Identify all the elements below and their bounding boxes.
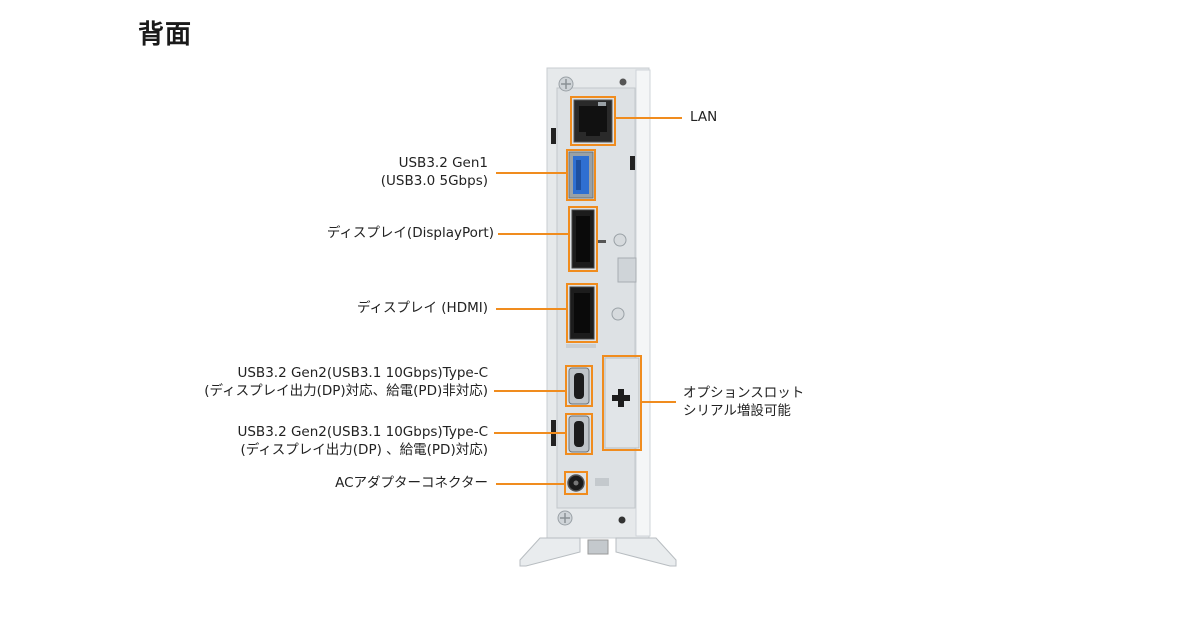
screw-hole-bottom-right — [618, 516, 626, 524]
label-usbc-1: USB3.2 Gen2(USB3.1 10Gbps)Type-C (ディスプレイ… — [204, 365, 488, 399]
leader-option-slot — [642, 401, 676, 403]
vent-slot-left — [551, 128, 556, 144]
callout-box-displayport — [568, 206, 598, 272]
label-displayport: ディスプレイ(DisplayPort) — [326, 225, 494, 241]
callout-box-usb-gen1 — [566, 149, 596, 201]
label-lan: LAN — [690, 109, 718, 125]
callout-box-lan — [570, 96, 616, 146]
screw-mid — [613, 233, 627, 247]
screw-hole-top-right — [619, 78, 627, 86]
callout-box-usbc-2 — [565, 413, 593, 455]
label-usb-gen1: USB3.2 Gen1 (USB3.0 5Gbps) — [380, 155, 488, 189]
leader-usbc-2 — [494, 432, 565, 434]
label-option-slot: オプションスロット シリアル増設可能 — [683, 385, 805, 419]
vent-slot-right — [630, 156, 635, 170]
leader-usbc-1 — [494, 390, 565, 392]
leader-hdmi — [496, 308, 566, 310]
screw-hdmi-right — [611, 307, 625, 321]
leader-displayport — [498, 233, 568, 235]
stand-right — [615, 537, 677, 567]
label-ac-adapter: ACアダプターコネクター — [335, 475, 488, 491]
label-usbc-2: USB3.2 Gen2(USB3.1 10Gbps)Type-C (ディスプレイ… — [237, 424, 488, 458]
leader-usb-gen1 — [496, 172, 566, 174]
callout-box-hdmi — [566, 283, 598, 343]
callout-box-ac — [564, 471, 588, 495]
callout-box-usbc-1 — [565, 365, 593, 407]
stand-left — [519, 537, 581, 567]
leader-ac — [496, 483, 564, 485]
label-hdmi: ディスプレイ (HDMI) — [356, 300, 488, 316]
callout-box-option-slot — [602, 355, 642, 451]
chassis-side-panel — [635, 69, 651, 537]
leader-lan — [616, 117, 682, 119]
stand-center-screw — [587, 539, 609, 555]
page-title: 背面 — [138, 20, 193, 50]
